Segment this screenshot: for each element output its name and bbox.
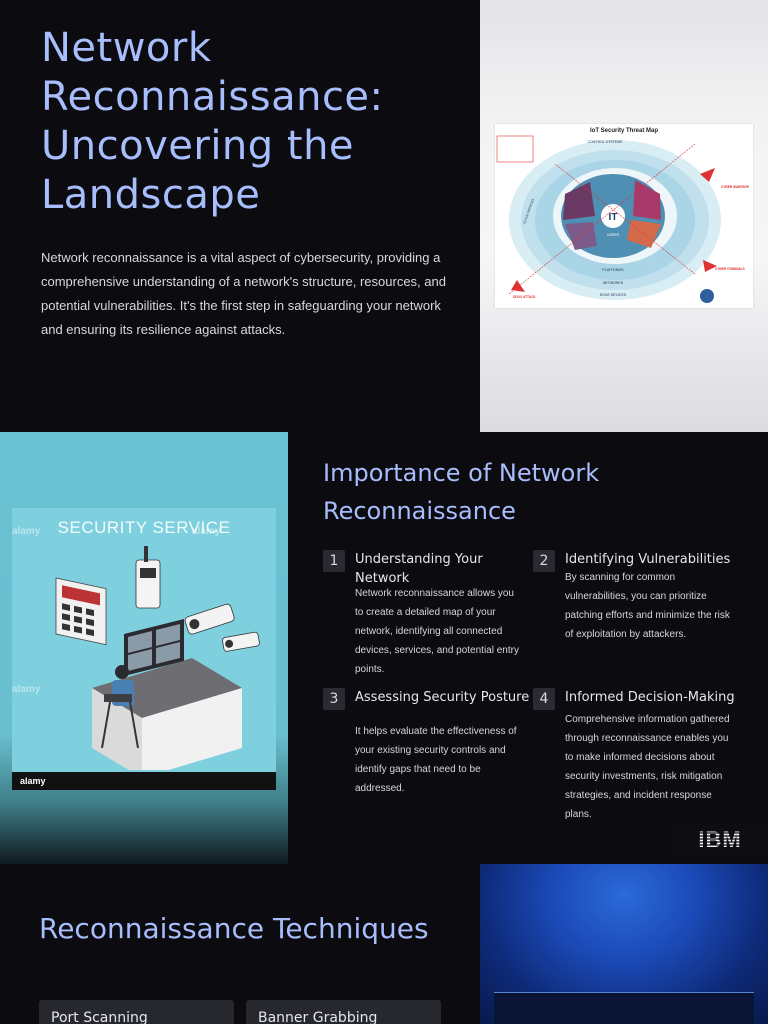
svg-text:CONTROL SYSTEMS: CONTROL SYSTEMS: [588, 140, 623, 144]
page-title: Network Reconnaissance: Uncovering the L…: [41, 25, 384, 218]
security-poster: SECURITY SERVICE alamy alamy alamy alamy: [12, 508, 276, 790]
item-number: 1: [323, 550, 345, 572]
item-body: Comprehensive information gathered throu…: [565, 714, 730, 820]
item-heading: Understanding Your Network: [355, 552, 483, 586]
importance-item: 2 Identifying Vulnerabilities By scannin…: [533, 550, 733, 650]
security-service-image: SECURITY SERVICE alamy alamy alamy alamy: [0, 432, 288, 864]
technique-card-port-scanning[interactable]: Port Scanning: [39, 1000, 234, 1024]
hero-section: Network Reconnaissance: Uncovering the L…: [0, 0, 480, 432]
importance-section: Importance of Network Reconnaissance 1 U…: [288, 432, 768, 864]
technique-label: Port Scanning: [51, 1010, 148, 1024]
svg-text:DDOS ATTACK: DDOS ATTACK: [513, 295, 536, 299]
item-body: It helps evaluate the effectiveness of y…: [355, 726, 517, 794]
poster-title: SECURITY SERVICE: [57, 518, 231, 537]
item-body: By scanning for common vulnerabilities, …: [565, 572, 730, 640]
importance-item: 3 Assessing Security Posture It helps ev…: [323, 688, 529, 798]
watermark: alamy: [12, 684, 41, 695]
iot-threat-map-image: IoT Security Threat Map IT CONTROL SYSTE…: [480, 0, 768, 432]
item-body: Network reconnaissance allows you to cre…: [355, 588, 519, 675]
ibm-logo: IBM: [672, 824, 768, 858]
svg-text:PLATFORMS: PLATFORMS: [602, 268, 624, 272]
item-number: 4: [533, 688, 555, 710]
techniques-section: Reconnaissance Techniques Port Scanning …: [0, 864, 480, 1024]
hero-description: Network reconnaissance is a vital aspect…: [41, 250, 446, 337]
threat-map-title: IoT Security Threat Map: [590, 128, 658, 134]
threat-map-graphic: IoT Security Threat Map IT CONTROL SYSTE…: [496, 128, 749, 303]
technique-card-banner-grabbing[interactable]: Banner Grabbing: [246, 1000, 441, 1024]
screen-graphic: [494, 992, 754, 1024]
item-number: 2: [533, 550, 555, 572]
techniques-title: Reconnaissance Techniques: [39, 912, 429, 945]
poster-footer-bar: alamy: [12, 772, 276, 790]
technique-label: Banner Grabbing: [258, 1010, 378, 1024]
item-number: 3: [323, 688, 345, 710]
importance-title: Importance of Network Reconnaissance: [323, 459, 600, 525]
svg-text:USERS: USERS: [607, 233, 620, 237]
svg-text:CYBER CRIMINALS: CYBER CRIMINALS: [715, 267, 745, 271]
security-illustration: [55, 546, 260, 770]
item-heading: Assessing Security Posture: [355, 690, 530, 705]
svg-text:IT: IT: [609, 212, 618, 223]
importance-item: 1 Understanding Your Network Network rec…: [323, 550, 523, 680]
item-heading: Identifying Vulnerabilities: [565, 552, 731, 567]
network-abstract-image: [480, 864, 768, 1024]
svg-text:EDGE DEVICES: EDGE DEVICES: [600, 293, 627, 297]
importance-item: 4 Informed Decision-Making Comprehensive…: [533, 688, 735, 848]
svg-text:NETWORKS: NETWORKS: [603, 281, 624, 285]
threat-map-card: IoT Security Threat Map IT CONTROL SYSTE…: [495, 124, 753, 308]
svg-text:CYBER WARFARE: CYBER WARFARE: [721, 185, 749, 189]
watermark: alamy: [192, 526, 221, 537]
watermark: alamy: [12, 526, 41, 537]
item-heading: Informed Decision-Making: [565, 690, 735, 705]
